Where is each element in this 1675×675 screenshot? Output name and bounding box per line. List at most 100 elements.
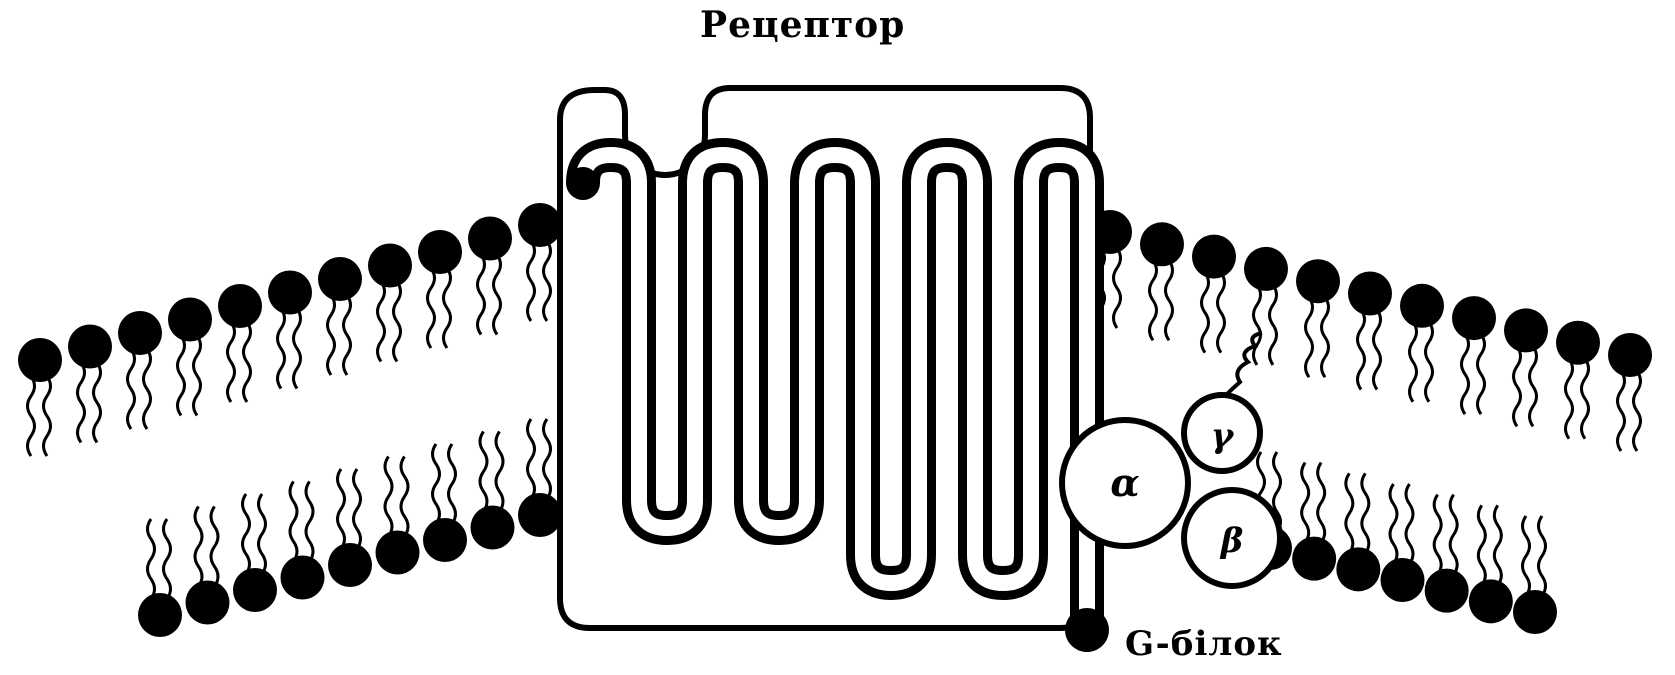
lipid-tail: [192, 334, 202, 417]
lipid-tail: [1148, 259, 1158, 342]
lipid-tail: [1164, 259, 1174, 342]
lipid-head: [118, 311, 162, 355]
lipid-head: [468, 216, 512, 261]
lipid-tail: [1537, 515, 1547, 597]
lipid-tail: [492, 253, 502, 336]
lipid-tail: [494, 430, 505, 513]
beta-symbol: β: [1219, 521, 1244, 561]
lipid-tail: [476, 253, 486, 336]
lipid-tail: [1388, 483, 1399, 565]
lipid-tail: [1252, 284, 1262, 366]
lipid-head: [1296, 259, 1340, 304]
lipid-tail: [1580, 357, 1590, 440]
lipid-tail: [392, 280, 402, 363]
lipid-tail: [242, 321, 252, 403]
lipid-head: [375, 530, 420, 575]
lipid-tail: [176, 334, 186, 417]
lipid-tail: [1304, 296, 1314, 379]
alpha-symbol: α: [1110, 460, 1139, 505]
lipid-tail: [26, 375, 36, 457]
lipid-tail: [342, 294, 352, 376]
lipid-head: [218, 284, 262, 328]
lipid-tail: [1216, 271, 1226, 354]
lipid-tail: [399, 455, 410, 538]
lipid-tail: [1408, 320, 1418, 403]
lipid-tail: [1404, 483, 1415, 565]
lipid-tail: [288, 480, 299, 563]
lipid-tail: [326, 294, 336, 376]
lipid-head: [1140, 222, 1184, 267]
lipid-tail: [1476, 504, 1487, 587]
gamma-subunit: [1181, 392, 1263, 474]
lipid-head: [368, 243, 412, 288]
lipid-head: [1468, 579, 1513, 624]
lipid-head: [318, 257, 362, 301]
lipid-tail: [1632, 370, 1642, 452]
gamma-symbol: γ: [1211, 416, 1235, 456]
lipid-tail: [1460, 333, 1470, 415]
lipid-tail: [42, 375, 52, 457]
lipid-tail: [1476, 333, 1486, 415]
lipid-tail: [1356, 308, 1366, 391]
lipid-tail: [257, 493, 267, 575]
g-protein: α γ β: [1059, 331, 1283, 589]
lipid-tail: [1372, 308, 1382, 391]
lipid-tail: [1564, 357, 1574, 440]
lipid-head: [1244, 246, 1288, 291]
lipid-head: [1452, 296, 1496, 341]
lipid-tail: [226, 321, 236, 403]
lipid-head: [1380, 558, 1425, 602]
lipid-tail: [1448, 493, 1459, 576]
beta-subunit: [1181, 487, 1283, 589]
lipid-tail: [1528, 345, 1538, 428]
lipid-tail: [336, 468, 346, 550]
lipid-head: [18, 338, 62, 382]
lipid-tail: [1360, 472, 1371, 555]
lipid-head: [1348, 271, 1392, 316]
lipid-tail: [542, 240, 552, 322]
lipid-tail: [1616, 370, 1626, 452]
lipid-tail: [304, 480, 315, 563]
lipid-tail: [376, 280, 386, 363]
alpha-subunit: [1059, 417, 1191, 549]
g-protein-label: G-білок: [1125, 624, 1283, 664]
lipid-tail: [1424, 320, 1434, 403]
receptor-label: Рецептор: [700, 4, 906, 46]
lipid-tail: [162, 518, 172, 600]
lipid-head: [1292, 536, 1337, 581]
lipid-head: [280, 555, 325, 600]
lipid-tail: [146, 518, 156, 600]
lipid-tail: [209, 505, 220, 588]
lipid-tail: [542, 418, 552, 500]
lipid-tail: [447, 443, 457, 525]
lipid-tail: [442, 267, 452, 349]
lipid-tail: [431, 443, 441, 525]
lipid-head: [1608, 333, 1652, 377]
lipid-head: [418, 230, 462, 274]
lipid-head: [68, 324, 112, 369]
lipid-tail: [352, 468, 362, 550]
lipid-tail: [126, 348, 136, 430]
lipid-head: [233, 568, 277, 612]
lipid-head: [518, 493, 562, 537]
lipid-tail: [1316, 461, 1327, 544]
lipid-tail: [426, 267, 436, 349]
lipid-tail: [1344, 472, 1355, 555]
lipid-tail: [1300, 461, 1311, 544]
lipid-head: [1556, 320, 1600, 365]
lipid-head: [1192, 234, 1236, 279]
lipid-tail: [92, 361, 102, 444]
lipid-tail: [1512, 345, 1522, 428]
lipid-head: [185, 580, 230, 625]
lipid-head: [1504, 308, 1548, 353]
lipid-tail: [383, 455, 394, 538]
lipid-tail: [1432, 493, 1443, 576]
receptor: [557, 85, 1109, 652]
receptor-c-terminus: [1065, 608, 1109, 652]
lipid-head: [470, 505, 515, 550]
lipid-anchor-chain: [1210, 331, 1263, 412]
lipid-head: [268, 270, 312, 315]
lipid-tail: [1268, 284, 1278, 366]
lipid-tail: [241, 493, 251, 575]
